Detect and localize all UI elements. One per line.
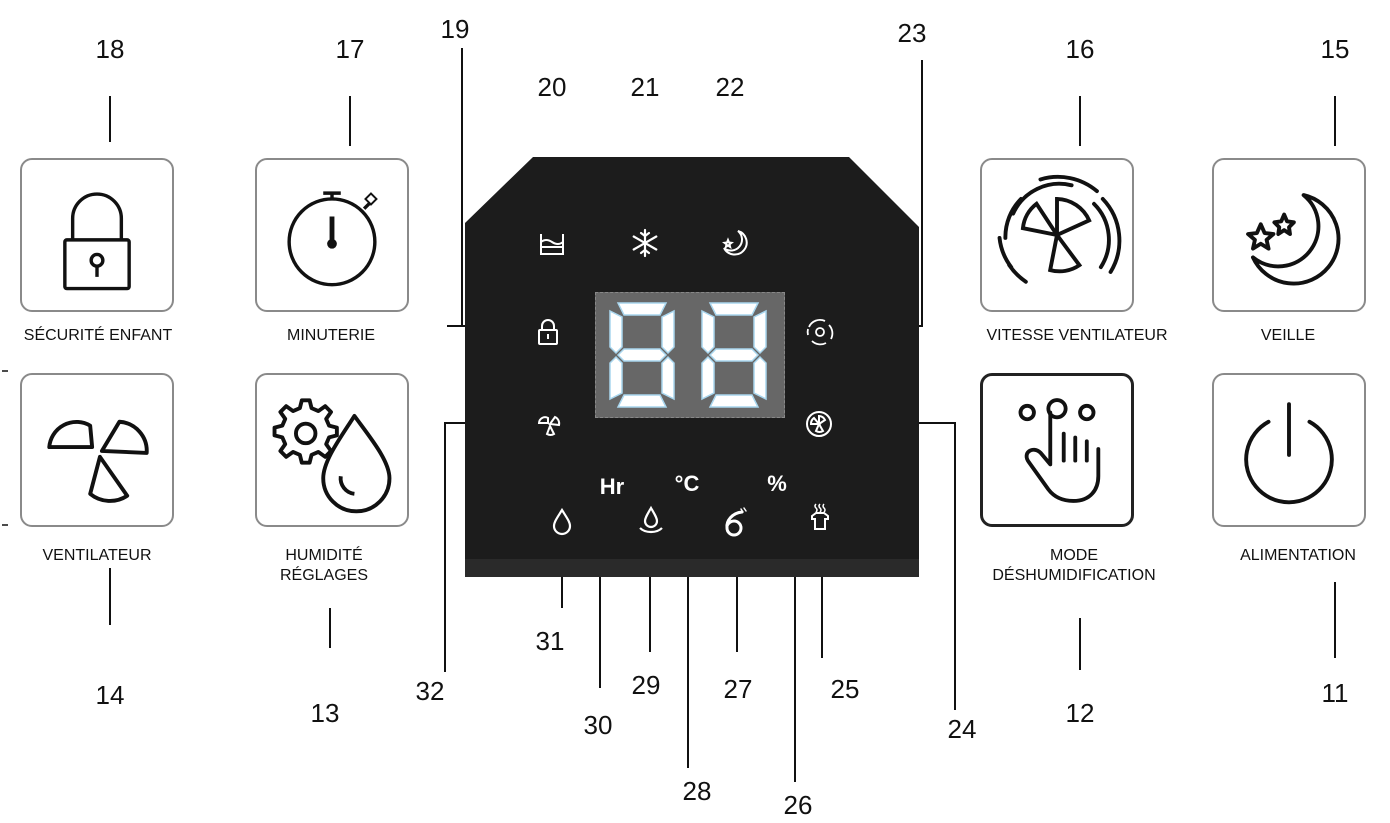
power-label: ALIMENTATION [1240, 547, 1356, 564]
water-full-indicator [634, 504, 668, 538]
moon-stars-icon [1246, 193, 1341, 286]
digit-1-segment-e [609, 355, 623, 401]
celsius-unit: °C [674, 471, 700, 496]
number-20: 20 [537, 72, 567, 102]
number-11: 11 [1321, 678, 1349, 708]
sleep-label: VEILLE [1260, 327, 1316, 344]
digit-1-segment-d [616, 394, 668, 408]
number-28: 28 [682, 776, 712, 806]
laundry-indicator [803, 500, 837, 534]
continuous-drain-icon [725, 507, 747, 537]
padlock-icon [63, 192, 131, 291]
fan-button[interactable] [20, 373, 174, 527]
dehumidify-indicator [545, 504, 579, 538]
droplet-icon [552, 507, 572, 536]
number-29: 29 [631, 670, 661, 700]
digit-display [595, 292, 785, 418]
water-tank-indicator [535, 226, 569, 260]
number-12: 12 [1065, 698, 1095, 728]
control-panel: 88 Hr °C % [465, 157, 919, 577]
number-27: 27 [723, 674, 753, 704]
power-button[interactable] [1212, 373, 1366, 527]
digit-2-segment-a [708, 302, 760, 316]
digit-2-segment-f [701, 309, 715, 355]
number-13: 13 [310, 698, 340, 728]
digit-2-segment-d [708, 394, 760, 408]
timer-label: MINUTERIE [287, 327, 375, 344]
power-icon [1244, 402, 1334, 505]
fan-speed-button[interactable] [980, 158, 1134, 312]
number-23: 23 [897, 18, 927, 48]
fan-indicator [532, 407, 566, 441]
dehumidify-label-line1: MODE [1050, 547, 1098, 564]
child-lock-button[interactable] [20, 158, 174, 312]
humidity-settings-button[interactable] [255, 373, 409, 527]
fan-label: VENTILATEUR [42, 547, 152, 564]
number-17: 17 [335, 34, 365, 64]
number-24: 24 [947, 714, 977, 744]
humidity-label-line2: RÉGLAGES [279, 567, 369, 584]
hand-touch-icon [1018, 398, 1101, 503]
sleep-button[interactable] [1212, 158, 1366, 312]
laundry-dry-icon [811, 503, 829, 530]
number-25: 25 [830, 674, 860, 704]
cold-indicator [628, 226, 662, 260]
digit-1-segment-a [616, 302, 668, 316]
fan-speed-icon [997, 174, 1122, 284]
droplet-splash-icon [639, 505, 663, 534]
number-26: 26 [783, 790, 813, 820]
number-16: 16 [1065, 34, 1095, 64]
number-30: 30 [583, 710, 613, 740]
digit-2-segment-g [708, 348, 760, 362]
fan-speed-small-icon [806, 318, 834, 346]
fan-speed-label: VITESSE VENTILATEUR [986, 327, 1168, 344]
dehumidify-label-line2: DÉSHUMIDIFICATION [992, 567, 1156, 584]
child-lock-indicator [531, 315, 565, 349]
fan-speed-indicator [803, 315, 837, 349]
number-18: 18 [95, 34, 125, 64]
digit-2-segment-e [701, 355, 715, 401]
digit-2-segment-c [753, 355, 767, 401]
digit-1-segment-c [661, 355, 675, 401]
snowflake-icon [632, 228, 658, 258]
number-32: 32 [415, 676, 445, 706]
fan-small-icon [537, 415, 561, 436]
fan-icon [47, 419, 149, 503]
digit-1-segment-b [661, 309, 675, 355]
gear-droplet-icon [272, 398, 392, 514]
digit-1-segment-g [616, 348, 668, 362]
hours-unit: Hr [599, 474, 625, 499]
moon-stars-small-icon [722, 230, 748, 256]
number-22: 22 [715, 72, 745, 102]
timer-button[interactable] [255, 158, 409, 312]
stopwatch-icon [287, 191, 378, 287]
humidity-label-line1: HUMIDITÉ [285, 547, 363, 564]
number-14: 14 [95, 680, 125, 710]
auto-fan-indicator [802, 407, 836, 441]
percent-unit: % [767, 471, 787, 496]
digit-1-segment-f [609, 309, 623, 355]
fan-circle-icon [806, 411, 832, 437]
number-21: 21 [630, 72, 660, 102]
digit-2-segment-b [753, 309, 767, 355]
seven-segment-digits [609, 302, 767, 408]
dehumidify-mode-button[interactable] [980, 373, 1134, 527]
child-lock-label: SÉCURITÉ ENFANT [23, 327, 173, 344]
number-31: 31 [535, 626, 565, 656]
water-tank-icon [540, 234, 564, 255]
sleep-indicator [718, 226, 752, 260]
number-15: 15 [1320, 34, 1350, 64]
continuous-indicator [718, 505, 752, 539]
number-19: 19 [440, 14, 470, 44]
padlock-small-icon [538, 319, 558, 345]
